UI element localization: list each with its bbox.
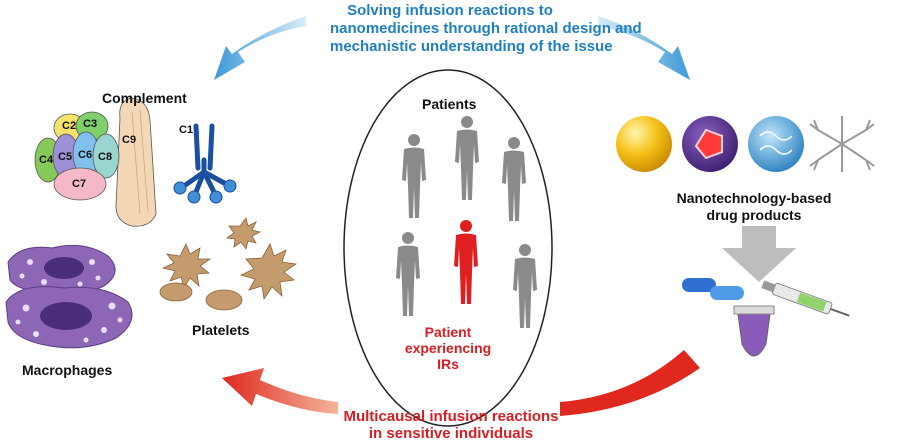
c2-label: C2	[62, 120, 77, 132]
c1-label: C1	[179, 124, 194, 136]
arrow-top-right	[598, 16, 690, 80]
platelets	[159, 217, 298, 311]
dendrimer	[809, 116, 875, 172]
c9-label: C9	[122, 134, 137, 146]
nanotech-line-1: Nanotechnology-based	[676, 190, 832, 206]
arrow-bottom	[560, 350, 700, 416]
c4-label: C4	[39, 154, 54, 166]
nanoparticles	[616, 116, 875, 172]
macrophage-top	[7, 244, 116, 294]
patient-ir-line-3: IRs	[437, 356, 459, 372]
top-caption-line-3: mechanistic understanding of the issue	[330, 38, 613, 55]
complement-complex	[34, 97, 157, 227]
c8-label: C8	[98, 151, 113, 163]
macrophages-label: Macrophages	[22, 362, 113, 378]
c1-antibody	[181, 123, 229, 195]
complement-title: Complement	[102, 90, 187, 106]
bottom-caption-line-2: in sensitive individuals	[368, 425, 534, 442]
patient-ir-label: Patient experiencing IRs	[398, 324, 498, 372]
patient-ir-line-2: experiencing	[404, 340, 492, 356]
bottom-caption: Multicausal infusion reactions in sensit…	[336, 408, 566, 442]
vial	[733, 305, 775, 357]
top-caption-line-1: Solving infusion reactions to	[347, 2, 553, 19]
top-caption: Solving infusion reactions to nanomedici…	[330, 2, 642, 56]
c6-label: C6	[78, 149, 93, 161]
arrow-top-left	[214, 16, 306, 80]
nanotech-line-2: drug products	[706, 207, 802, 223]
patient-ir-line-1: Patient	[424, 324, 472, 340]
c5-label: C5	[58, 151, 73, 163]
syringe	[761, 280, 850, 317]
platelets-label: Platelets	[192, 322, 250, 338]
macrophage-bottom	[5, 286, 133, 349]
arrow-down	[722, 226, 796, 282]
patients-ellipse	[343, 69, 553, 427]
c7-label: C7	[72, 178, 87, 190]
c3-label: C3	[83, 118, 98, 130]
c1-heads	[173, 179, 237, 204]
bottom-caption-line-1: Multicausal infusion reactions	[343, 408, 559, 425]
nanotech-label: Nanotechnology-based drug products	[664, 190, 844, 224]
top-caption-line-2: nanomedicines through rational design an…	[330, 20, 642, 37]
pills	[682, 278, 744, 300]
arrow-bottom-left	[222, 368, 338, 414]
patients-title: Patients	[422, 96, 477, 112]
